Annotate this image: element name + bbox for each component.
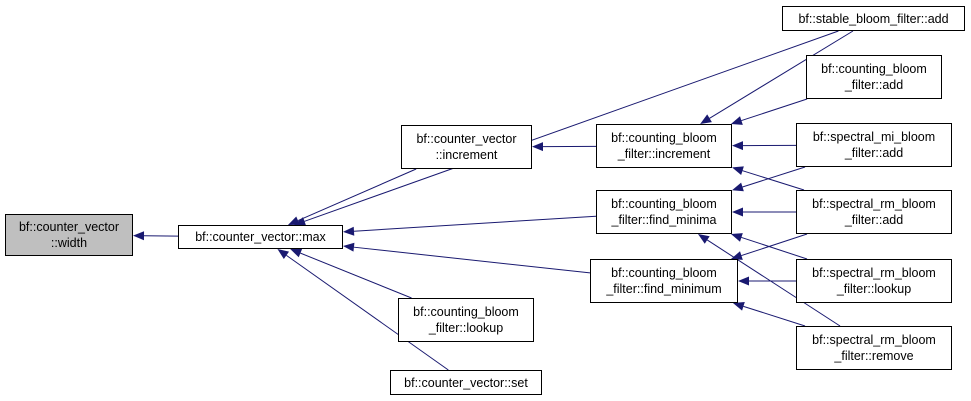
node-spectral-rm-bloom-filter-remove[interactable]: bf::spectral_rm_bloom _filter::remove [796, 326, 952, 370]
edge-arrowhead-icon [277, 249, 290, 260]
node-counter-vector-set[interactable]: bf::counter_vector::set [390, 370, 542, 395]
node-label-line: _filter::remove [834, 349, 914, 363]
edge-arrowhead-icon [732, 302, 745, 311]
edge-cb_add-to-cb_inc [741, 98, 808, 122]
node-label-line: bf::counter_vector [416, 132, 517, 146]
node-label-line: bf::counter_vector::max [195, 230, 326, 244]
node-label-line: bf::counter_vector::set [404, 375, 528, 390]
edge-cb_minimum-to-max [353, 246, 591, 274]
edge-arrowhead-icon [343, 242, 355, 252]
node-label-line: _filter::add [844, 213, 904, 227]
edge-arrowhead-icon [738, 276, 749, 286]
edge-cb_lookup-to-max [300, 252, 412, 299]
edge-arrowhead-icon [700, 114, 712, 124]
node-label-line: bf::spectral_rm_bloom [812, 333, 936, 347]
edge-arrowhead-icon [732, 166, 744, 175]
edge-cb_minima-to-max [353, 215, 597, 232]
node-label-line: _filter::increment [617, 147, 711, 161]
node-spectral-mi-bloom-filter-add[interactable]: bf::spectral_mi_bloom _filter::add [796, 123, 952, 167]
edge-cv_inc-to-max [297, 168, 417, 222]
edge-srm_add-to-cb_inc [742, 170, 805, 191]
node-label-line: bf::spectral_rm_bloom [812, 197, 936, 211]
node-spectral-rm-bloom-filter-lookup[interactable]: bf::spectral_rm_bloom _filter::lookup [796, 259, 952, 303]
edge-srm_add-to-cb_minimum [741, 233, 808, 257]
node-label-line: bf::counting_bloom [611, 131, 717, 145]
edge-smi_add-to-cb_minima [742, 166, 806, 188]
node-label-line: bf::counting_bloom [611, 197, 717, 211]
edge-arrowhead-icon [343, 226, 355, 236]
node-label-line: bf::counting_bloom [611, 266, 717, 280]
edge-stable_add-to-cb_inc [709, 30, 854, 119]
node-label-line: bf::stable_bloom_filter::add [798, 11, 949, 26]
node-counting-bloom-filter-lookup[interactable]: bf::counting_bloom _filter::lookup [398, 298, 534, 342]
node-label-line: _filter::add [844, 78, 904, 92]
node-label-line: _filter::find_minimum [606, 282, 722, 296]
edge-arrowhead-icon [697, 234, 710, 244]
node-counting-bloom-filter-increment[interactable]: bf::counting_bloom _filter::increment [596, 124, 732, 168]
edge-cv_set-to-max [286, 254, 449, 371]
node-spectral-rm-bloom-filter-add[interactable]: bf::spectral_rm_bloom _filter::add [796, 190, 952, 234]
edge-arrowhead-icon [730, 251, 743, 260]
node-counting-bloom-filter-find-minima[interactable]: bf::counting_bloom _filter::find_minima [596, 190, 732, 234]
node-counter-vector-max[interactable]: bf::counter_vector::max [178, 225, 343, 249]
edge-arrowhead-icon [730, 116, 743, 125]
node-counter-vector-width: bf::counter_vector ::width [5, 214, 133, 256]
node-counting-bloom-filter-add[interactable]: bf::counting_bloom _filter::add [806, 55, 942, 99]
edge-stable_add-to-max [304, 30, 839, 222]
node-label-line: bf::counting_bloom [413, 305, 519, 319]
node-label-line: _filter::find_minima [611, 213, 717, 227]
node-stable-bloom-filter-add[interactable]: bf::stable_bloom_filter::add [782, 6, 965, 31]
edge-arrowhead-icon [294, 217, 307, 226]
node-label-line: ::width [50, 236, 88, 250]
edge-srm_remove-to-cb_minimum [743, 305, 806, 327]
edge-srm_lookup-to-cb_minima [741, 236, 808, 260]
edge-arrowhead-icon [290, 248, 303, 258]
edge-arrowhead-icon [732, 182, 744, 192]
node-counter-vector-increment[interactable]: bf::counter_vector ::increment [401, 125, 532, 169]
node-label-line: _filter::lookup [428, 321, 504, 335]
node-label-line: _filter::add [844, 146, 904, 160]
node-label-line: bf::counter_vector [18, 220, 120, 234]
edge-arrowhead-icon [730, 233, 743, 242]
edge-srm_remove-to-cb_minima [706, 239, 841, 327]
node-label-line: bf::counting_bloom [821, 62, 927, 76]
node-label-line: bf::spectral_mi_bloom [812, 130, 936, 144]
node-label-line: bf::spectral_rm_bloom [812, 266, 936, 280]
edge-arrowhead-icon [732, 141, 744, 151]
edge-arrowhead-icon [133, 231, 145, 241]
node-counting-bloom-filter-find-minimum[interactable]: bf::counting_bloom _filter::find_minimum [590, 259, 738, 303]
edge-arrowhead-icon [532, 142, 544, 152]
edge-arrowhead-icon [732, 207, 743, 217]
node-label-line: ::increment [435, 148, 498, 162]
node-label-line: _filter::lookup [836, 282, 912, 296]
